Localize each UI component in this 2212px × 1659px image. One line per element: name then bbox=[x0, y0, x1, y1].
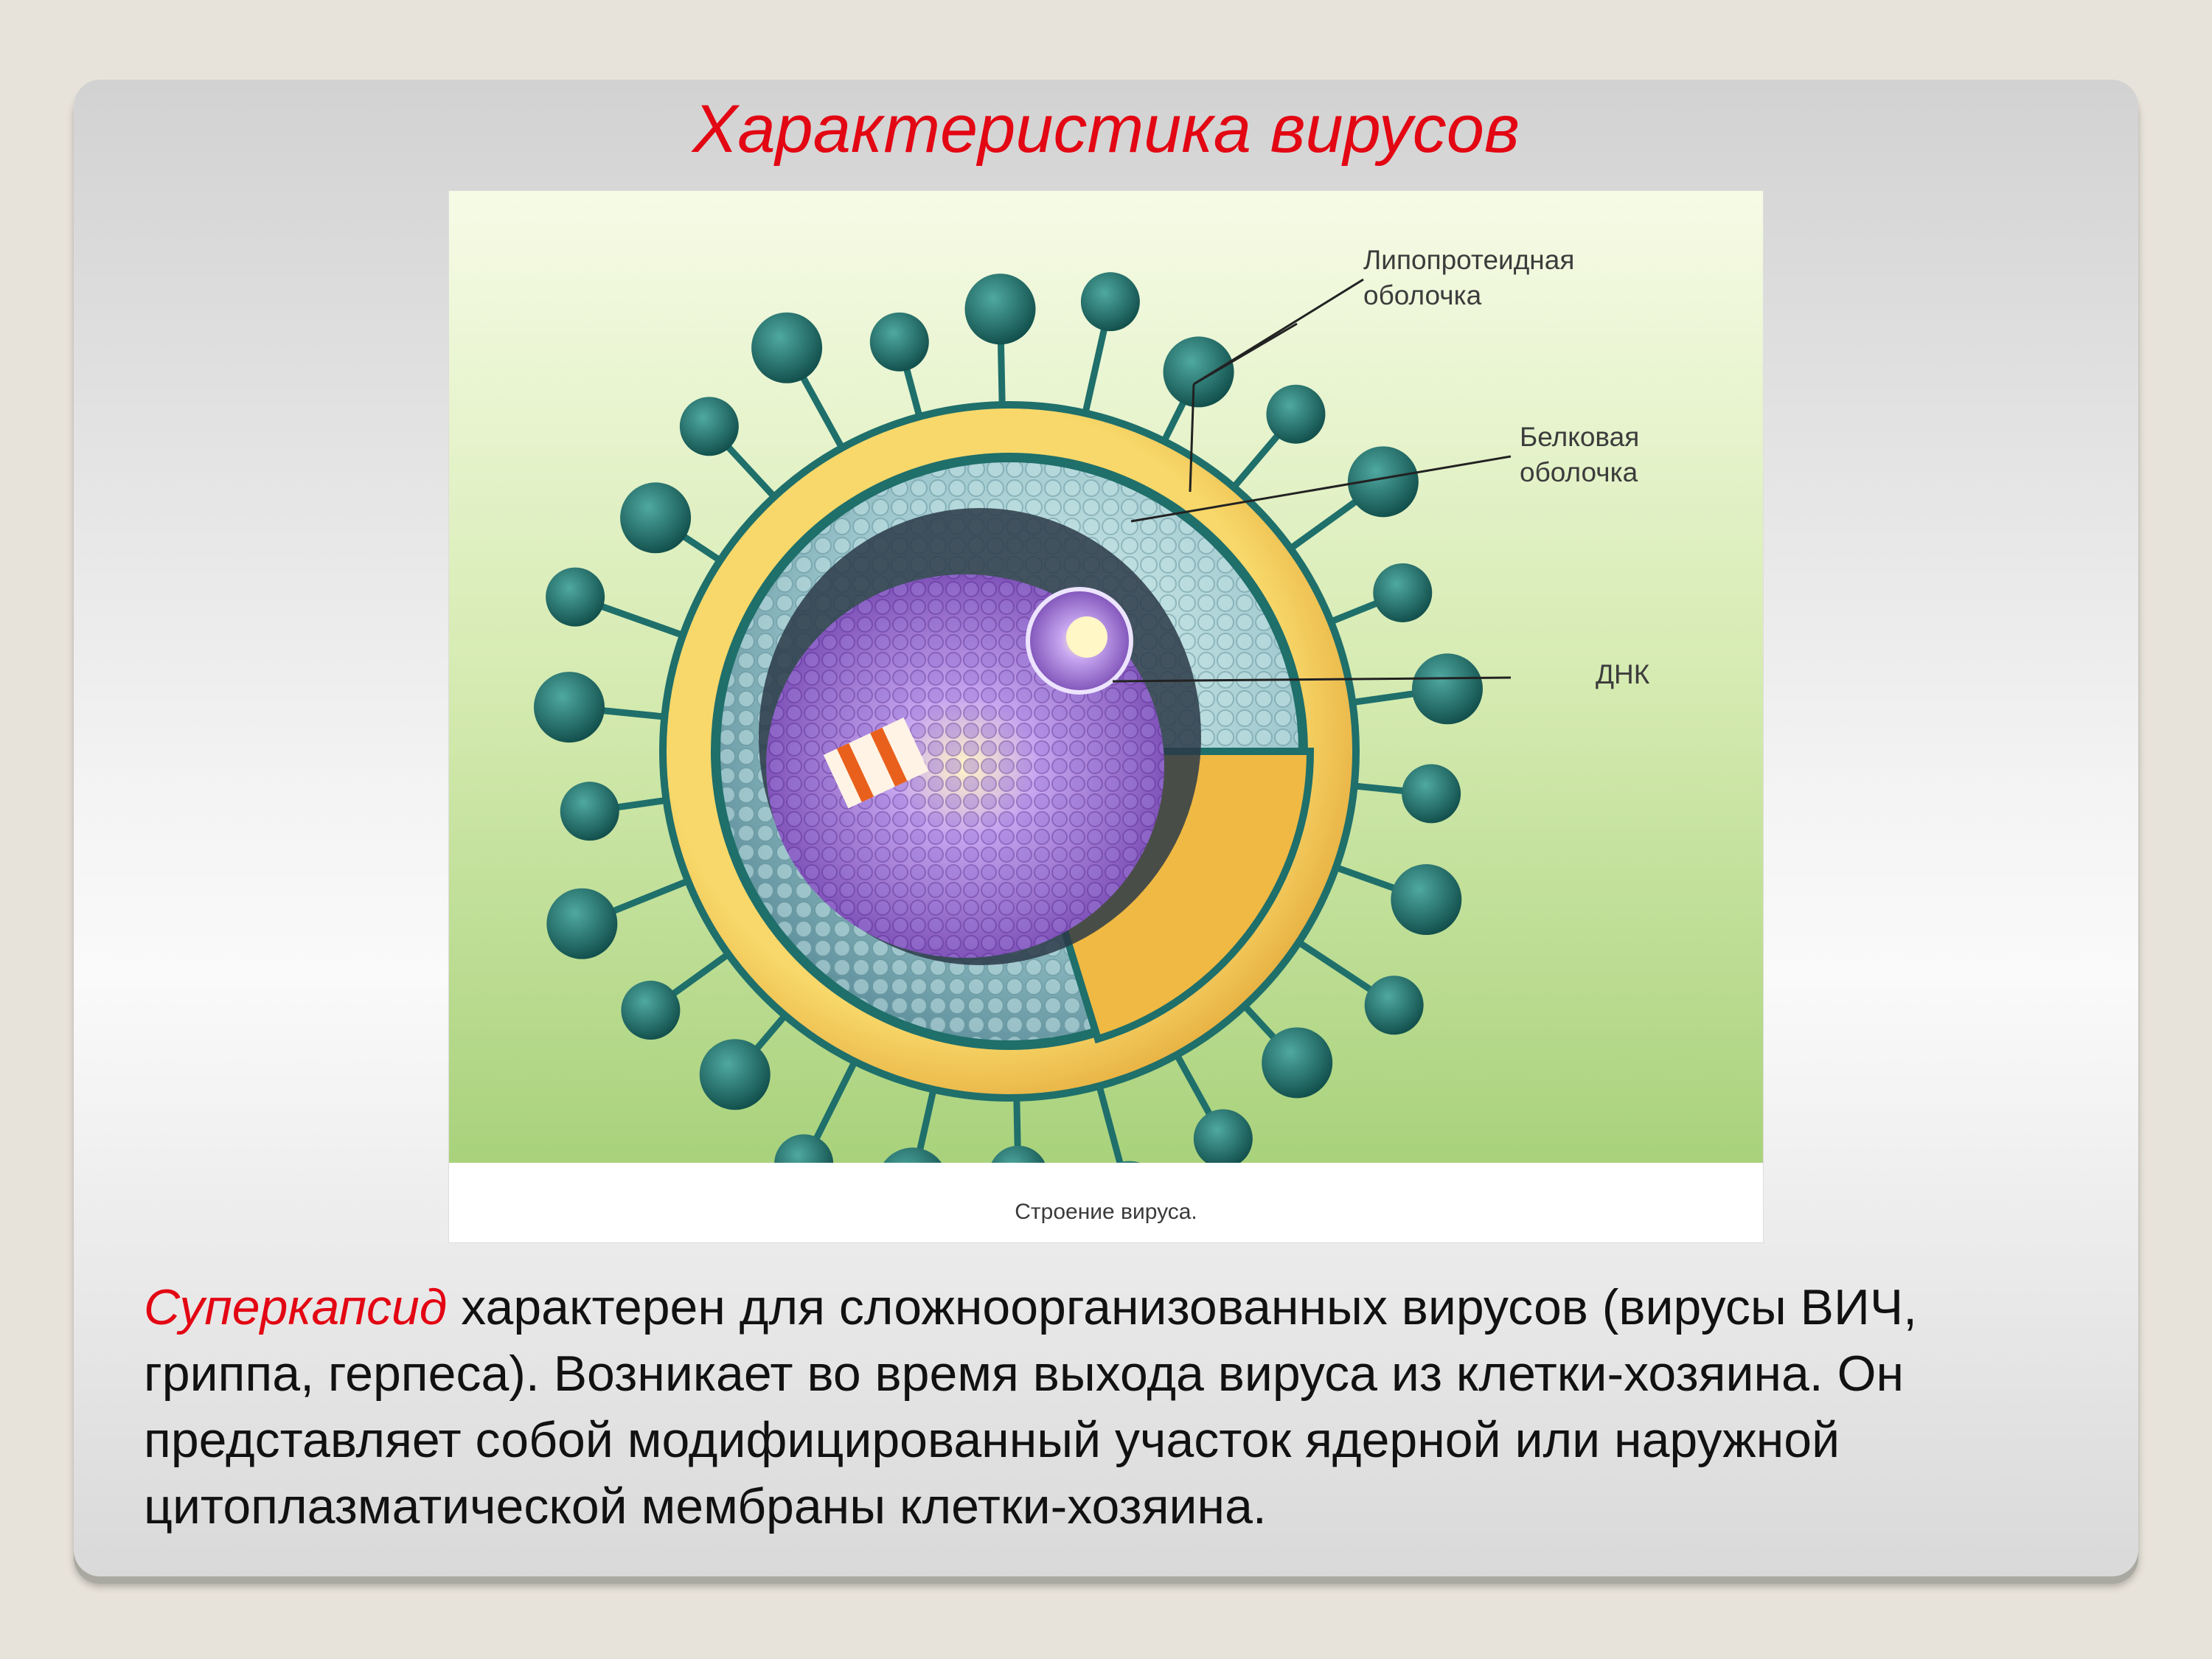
label-line: Липопротеидная bbox=[1363, 245, 1575, 275]
spike-knob bbox=[1193, 1109, 1253, 1169]
label-line: оболочка bbox=[1363, 280, 1482, 311]
enzyme-complex bbox=[823, 717, 929, 809]
spike-knob bbox=[1364, 975, 1424, 1035]
label-line: Белковая bbox=[1520, 422, 1640, 452]
label-protein-shell: Белковая оболочка bbox=[1520, 420, 1639, 490]
spike-knob bbox=[751, 312, 823, 383]
spike-knob bbox=[1373, 563, 1433, 622]
spike-knob bbox=[1266, 384, 1326, 444]
spike-knob bbox=[1262, 1027, 1333, 1099]
spike-knob bbox=[679, 397, 739, 456]
virus-illustration bbox=[449, 191, 1763, 1242]
spike-knob bbox=[699, 1039, 771, 1110]
leader-lines bbox=[1112, 278, 1512, 683]
spike-knob bbox=[1411, 653, 1483, 725]
caption-strip bbox=[449, 1163, 1763, 1242]
spike-knob bbox=[621, 981, 681, 1040]
dna-highlight bbox=[1066, 616, 1107, 658]
spike-knob bbox=[964, 274, 1036, 345]
spike-knob bbox=[546, 567, 605, 627]
paragraph-text: характерен для сложноорганизованных виру… bbox=[144, 1279, 1918, 1534]
spike-knob bbox=[1391, 864, 1462, 936]
virus-structure-figure: Липопротеидная оболочка Белковая оболочк… bbox=[448, 190, 1764, 1243]
spike-knob bbox=[533, 672, 605, 743]
spike-knob bbox=[1080, 272, 1140, 332]
spike-knob bbox=[560, 782, 619, 841]
spike-knob bbox=[620, 482, 692, 554]
label-dna: ДНК bbox=[1596, 659, 1650, 689]
spike-knob bbox=[1402, 764, 1461, 824]
spike-knob bbox=[1163, 336, 1234, 408]
slide-title: Характеристика вирусов bbox=[692, 91, 1520, 167]
spike-knob bbox=[546, 888, 618, 959]
spike-knob bbox=[1347, 446, 1419, 518]
spike-knob bbox=[869, 312, 929, 372]
label-line: оболочка bbox=[1520, 457, 1638, 488]
label-lipoprotein-envelope: Липопротеидная оболочка bbox=[1363, 243, 1574, 313]
body-paragraph: Суперкапсид характерен для сложноорганиз… bbox=[144, 1274, 2076, 1540]
term-highlight: Суперкапсид bbox=[144, 1279, 448, 1335]
figure-caption: Строение вируса. bbox=[1015, 1200, 1197, 1224]
slide: Характеристика вирусов bbox=[74, 80, 2138, 1576]
